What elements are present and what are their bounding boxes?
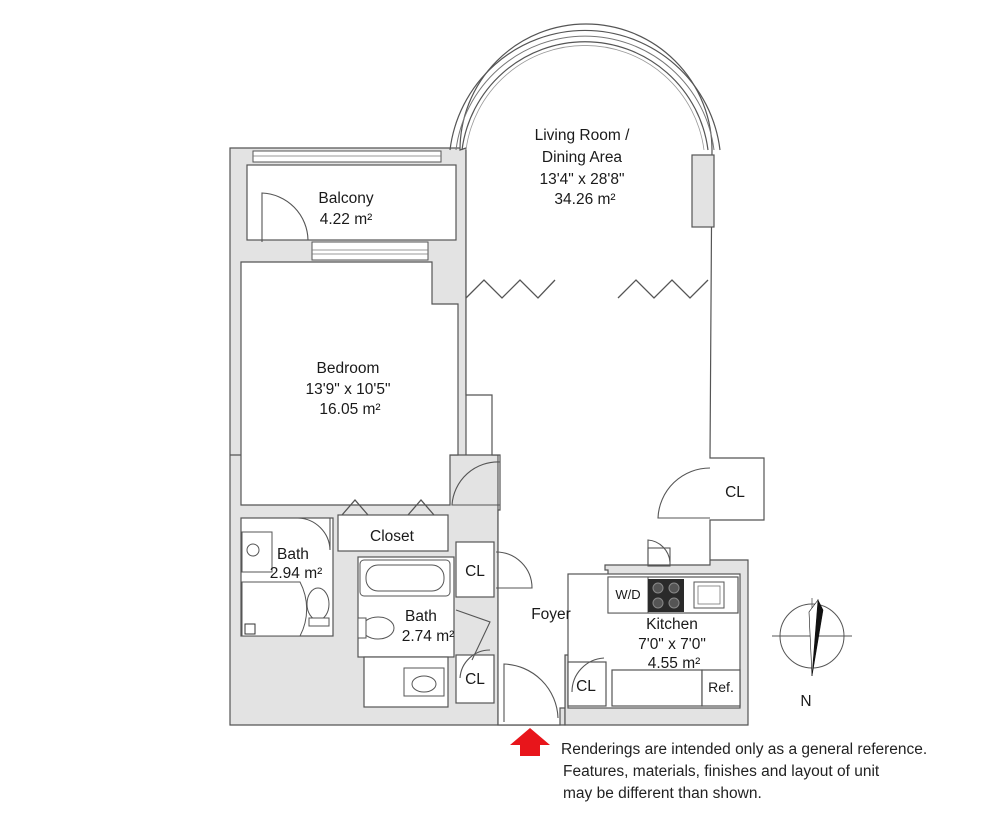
living-room-area: 34.26 m²: [554, 191, 615, 208]
kitchen-area: 4.55 m²: [648, 655, 701, 672]
disclaimer-line-3: may be different than shown.: [563, 785, 762, 802]
doors: [261, 192, 711, 722]
window-pier: [691, 154, 715, 228]
balcony-area: 4.22 m²: [320, 211, 373, 228]
bifold-closet-left: [341, 499, 369, 516]
master-toilet-icon: [306, 587, 330, 621]
bedroom-floor: [240, 261, 459, 506]
bathtub-inner: [365, 564, 445, 592]
burner: [652, 582, 664, 594]
washer-dryer: [607, 576, 649, 614]
living-room-label-line1: Living Room /: [535, 127, 630, 144]
kitchen-sink-basin: [697, 585, 721, 605]
washer-dryer-label: W/D: [615, 587, 640, 602]
bifold-left: [465, 279, 556, 299]
disclaimer-line-1: Renderings are intended only as a genera…: [561, 741, 927, 758]
kitchen-closet-notch: [647, 547, 671, 567]
bifold-doors: [341, 279, 709, 516]
living-room-dims: 13'4" x 28'8": [539, 171, 624, 188]
door-cl-foyer: [571, 657, 605, 693]
shower-enclosure: [241, 581, 308, 637]
foyer-label: Foyer: [531, 606, 571, 623]
closet-lower-floor: [455, 654, 495, 704]
refrigerator: [701, 669, 741, 707]
bifold-closet-right: [407, 499, 435, 516]
bedroom-window: [311, 241, 429, 261]
bedroom-dims: 13'9" x 10'5": [305, 381, 390, 398]
closet-foyer-floor: [567, 661, 607, 707]
master-bath-label: Bath: [277, 546, 309, 563]
bay-window-outer: [449, 29, 721, 151]
door-master-bath: [297, 517, 331, 551]
kitchen-dims: 7'0" x 7'0": [638, 636, 706, 653]
bay-window-mid: [455, 35, 715, 151]
vanity-basin-icon: [411, 675, 437, 693]
second-bath-area: 2.74 m²: [402, 628, 455, 645]
balcony-top-window: [252, 150, 442, 163]
bedroom-area: 16.05 m²: [319, 401, 380, 418]
master-toilet-tank: [308, 617, 330, 627]
second-bath-fixtures: [357, 559, 451, 697]
master-bath-fixtures: [241, 531, 330, 637]
master-sink-icon: [246, 543, 260, 557]
kitchen-counter-bottom: [611, 669, 703, 707]
second-toilet-icon: [361, 616, 395, 640]
door-second-bath: [455, 609, 491, 661]
living-room-label-line2: Dining Area: [542, 149, 623, 166]
burner: [652, 597, 664, 609]
cl-bath-label: CL: [465, 563, 485, 580]
door-kitchen-closet: [647, 539, 671, 566]
bedroom-label: Bedroom: [317, 360, 380, 377]
cl-living-label: CL: [725, 484, 745, 501]
door-balcony: [261, 192, 309, 242]
entrance-arrow-icon: [510, 728, 550, 756]
burner: [668, 582, 680, 594]
door-bedroom: [451, 461, 501, 506]
closet-bath-floor: [455, 541, 495, 598]
shower-drain: [244, 623, 256, 635]
door-entry: [503, 663, 559, 722]
north-label: N: [800, 693, 811, 710]
cl-lower-label: CL: [465, 671, 485, 688]
closet-floor: [337, 514, 449, 552]
burner: [668, 597, 680, 609]
door-cl-lower: [459, 649, 491, 679]
bifold-right: [617, 279, 709, 299]
door-cl-bath: [495, 551, 533, 589]
bay-window-inner: [461, 41, 709, 151]
refrigerator-label: Ref.: [708, 679, 734, 695]
balcony-label: Balcony: [318, 190, 373, 207]
cl-foyer-label: CL: [576, 678, 596, 695]
cooktop: [648, 579, 684, 612]
balcony-floor: [246, 164, 457, 241]
door-cl-living: [657, 467, 711, 519]
master-bath-area: 2.94 m²: [270, 565, 323, 582]
second-bath-label: Bath: [405, 608, 437, 625]
kitchen-label: Kitchen: [646, 616, 698, 633]
second-toilet-tank: [357, 617, 367, 639]
compass-needle-tail-icon: [808, 598, 819, 677]
closet-label: Closet: [370, 528, 415, 545]
disclaimer-line-2: Features, materials, finishes and layout…: [563, 763, 880, 780]
bay-window-inner2: [465, 45, 705, 151]
compass: N: [772, 598, 852, 710]
